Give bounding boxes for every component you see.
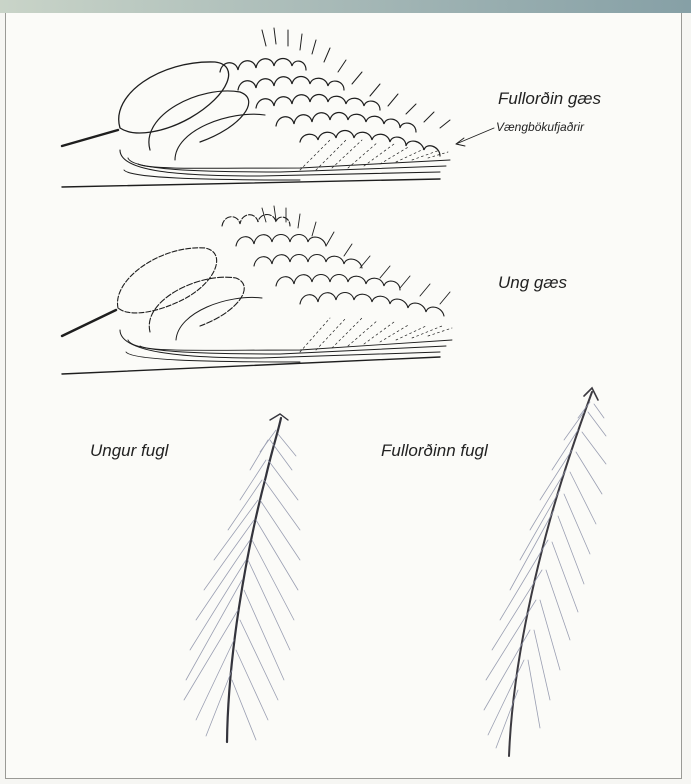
young-bird-feather bbox=[184, 414, 300, 742]
label-adult-bird: Fullorðinn fugl bbox=[381, 441, 488, 461]
young-goose-wing bbox=[62, 206, 452, 374]
label-adult-geese: Fullorðin gæs bbox=[498, 89, 601, 109]
label-young-bird: Ungur fugl bbox=[90, 441, 168, 461]
adult-goose-wing bbox=[62, 28, 494, 187]
adult-bird-feather bbox=[484, 388, 606, 756]
label-wing-coverts: Vængbökufjaðrir bbox=[496, 120, 584, 134]
label-young-geese: Ung gæs bbox=[498, 273, 567, 293]
